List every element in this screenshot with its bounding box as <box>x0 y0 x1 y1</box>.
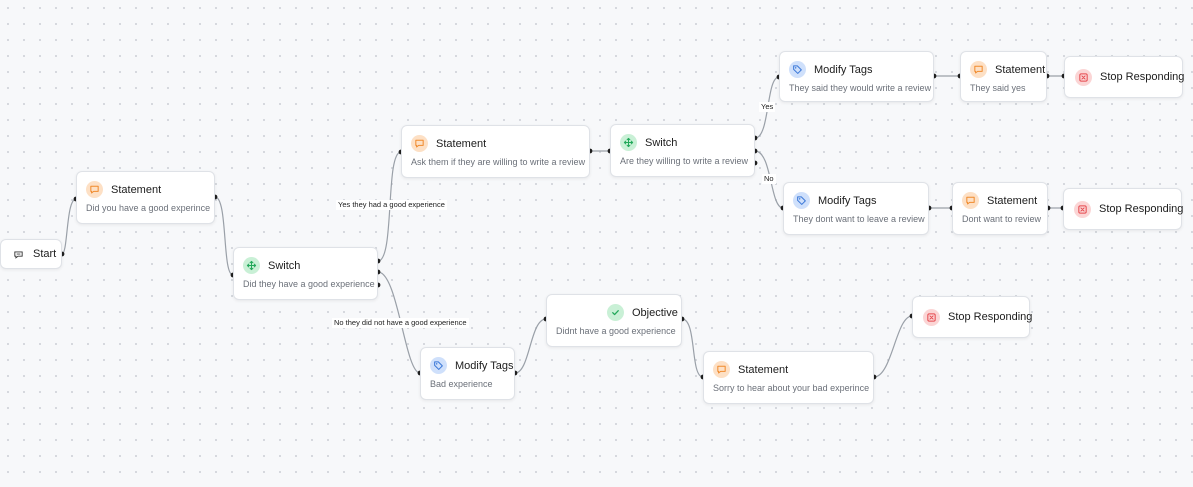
node-title: Stop Responding <box>1099 203 1184 215</box>
node-subtitle: They said yes <box>970 83 1026 93</box>
node-title: Statement <box>436 137 487 150</box>
start-label: Start <box>33 248 57 260</box>
tag-icon <box>430 357 447 374</box>
edge-objective-sorry <box>681 318 704 378</box>
modify-tags-node-no[interactable]: Modify Tags They dont want to leave a re… <box>783 182 929 235</box>
edge-label-no: No <box>762 174 776 184</box>
switch-arrows-icon <box>620 134 637 151</box>
edge-label-yes: Yes <box>759 102 776 112</box>
stop-x-icon <box>1075 68 1092 86</box>
edge-label-not-good-experience: No they did not have a good experience <box>332 318 469 328</box>
node-subtitle: Dont want to review <box>962 214 1042 224</box>
node-title: Stop Responding <box>1100 71 1185 83</box>
node-subtitle: Ask them if they are willing to write a … <box>411 157 586 167</box>
stop-x-icon <box>1074 200 1091 218</box>
node-subtitle: They said they would write a review <box>789 83 932 93</box>
tag-icon <box>793 192 810 209</box>
tag-icon <box>789 61 806 78</box>
chat-bubble-icon <box>411 135 428 152</box>
edge-tags-bad-objective <box>514 318 547 374</box>
node-subtitle: Did they have a good experience <box>243 279 375 289</box>
chat-icon <box>11 246 25 263</box>
node-subtitle: Bad experience <box>430 379 493 389</box>
node-subtitle: Sorry to hear about your bad experince <box>713 383 870 393</box>
node-title: Switch <box>645 136 678 149</box>
stop-responding-node-bad[interactable]: Stop Responding <box>912 296 1033 338</box>
node-title: Switch <box>268 259 301 272</box>
statement-node-dont-review[interactable]: Statement Dont want to review <box>952 182 1048 235</box>
modify-tags-node-yes[interactable]: Modify Tags They said they would write a… <box>779 51 934 102</box>
switch-node-good-experience[interactable]: Switch Did they have a good experience <box>233 247 378 300</box>
node-subtitle: They dont want to leave a review <box>793 214 925 224</box>
statement-node-sorry[interactable]: Statement Sorry to hear about your bad e… <box>703 351 874 404</box>
stop-x-icon <box>923 308 940 326</box>
node-subtitle: Did you have a good experince <box>86 203 211 213</box>
edge-sorry-stop-bad <box>873 315 913 378</box>
node-subtitle: Are they willing to write a review <box>620 156 749 166</box>
stop-responding-node-yes[interactable]: Stop Responding <box>1064 56 1185 98</box>
start-node[interactable]: Start <box>0 239 62 269</box>
node-title: Objective <box>632 306 678 319</box>
edge-label-good-experience: Yes they had a good experience <box>336 200 447 210</box>
node-title: Statement <box>987 194 1038 207</box>
statement-node-ask-review[interactable]: Statement Ask them if they are willing t… <box>401 125 590 178</box>
switch-arrows-icon <box>243 257 260 274</box>
node-title: Statement <box>111 183 162 196</box>
edge-start-statement1 <box>61 198 77 255</box>
statement-node-experience[interactable]: Statement Did you have a good experince <box>76 171 215 224</box>
node-title: Modify Tags <box>814 63 873 76</box>
node-title: Modify Tags <box>455 359 514 372</box>
switch-node-willing-review[interactable]: Switch Are they willing to write a revie… <box>610 124 755 177</box>
node-title: Statement <box>995 63 1046 76</box>
node-title: Statement <box>738 363 789 376</box>
edge-statement1-switch1 <box>214 196 234 276</box>
chat-bubble-icon <box>962 192 979 209</box>
node-title: Modify Tags <box>818 194 877 207</box>
check-circle-icon <box>607 304 624 321</box>
stop-responding-node-no[interactable]: Stop Responding <box>1063 188 1184 230</box>
chat-bubble-icon <box>86 181 103 198</box>
node-subtitle: Didnt have a good experience <box>556 326 676 336</box>
node-title: Stop Responding <box>948 311 1033 323</box>
chat-bubble-icon <box>713 361 730 378</box>
statement-node-said-yes[interactable]: Statement They said yes <box>960 51 1047 102</box>
objective-node-bad-experience[interactable]: Objective Didnt have a good experience <box>546 294 682 347</box>
chat-bubble-icon <box>970 61 987 78</box>
modify-tags-node-bad[interactable]: Modify Tags Bad experience <box>420 347 515 400</box>
